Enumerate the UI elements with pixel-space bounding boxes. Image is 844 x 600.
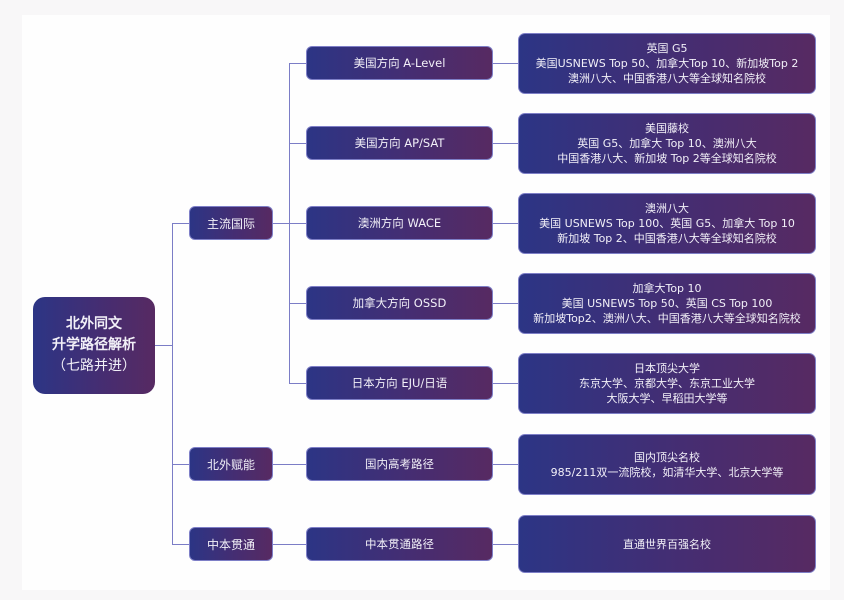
- path-label: 日本方向 EJU/日语: [351, 376, 448, 390]
- outcome-line: 美国USNEWS Top 50、加拿大Top 10、新加坡Top 2: [535, 57, 799, 70]
- outcome-line: 澳洲八大、中国香港八大等全球知名院校: [568, 72, 766, 85]
- category-label: 北外赋能: [206, 457, 255, 472]
- outcome-line: 中国香港八大、新加坡 Top 2等全球知名院校: [557, 152, 777, 165]
- path-label: 中本贯通路径: [365, 537, 434, 551]
- outcome-line: 日本顶尖大学: [634, 362, 700, 375]
- connector-trunk-l1: [172, 223, 173, 545]
- outcome-line: 直通世界百强名校: [623, 537, 711, 551]
- root-subtitle: （七路并进）: [52, 358, 136, 374]
- outcome-canada-ossd[interactable]: 加拿大Top 10 美国 USNEWS Top 50、英国 CS Top 100…: [518, 273, 816, 334]
- connector-cat1-out: [273, 464, 306, 465]
- connector-l2-4: [289, 383, 306, 384]
- connector-l2-3: [289, 303, 306, 304]
- path-label: 澳洲方向 WACE: [357, 216, 442, 230]
- connector-cat2-out: [273, 544, 306, 545]
- outcome-line: 加拿大Top 10: [632, 282, 702, 295]
- path-canada-ossd[interactable]: 加拿大方向 OSSD: [306, 286, 493, 320]
- outcome-line: 新加坡Top2、澳洲八大、中国香港八大等全球知名院校: [533, 312, 801, 325]
- connector-l3-4: [493, 383, 518, 384]
- category-bfsu-empowerment[interactable]: 北外赋能: [189, 447, 273, 481]
- outcome-line: 美国 USNEWS Top 100、英国 G5、加拿大 Top 10: [539, 217, 795, 230]
- connector-cat0-out: [273, 223, 289, 224]
- outcome-line: 澳洲八大: [645, 202, 689, 215]
- root-title-line1: 北外同文: [66, 316, 122, 332]
- outcome-through-program[interactable]: 直通世界百强名校: [518, 515, 816, 573]
- category-label: 中本贯通: [206, 537, 255, 552]
- connector-root: [155, 345, 173, 346]
- connector-l3-3: [493, 303, 518, 304]
- connector-l3-6: [493, 544, 518, 545]
- outcome-line: 国内顶尖名校: [634, 450, 700, 464]
- path-us-ap-sat[interactable]: 美国方向 AP/SAT: [306, 126, 493, 160]
- path-label: 美国方向 AP/SAT: [354, 136, 445, 150]
- connector-l3-2: [493, 223, 518, 224]
- connector-l1-1: [172, 464, 189, 465]
- outcome-uk-alevel[interactable]: 英国 G5 美国USNEWS Top 50、加拿大Top 10、新加坡Top 2…: [518, 33, 816, 94]
- outcome-australia-wace[interactable]: 澳洲八大 美国 USNEWS Top 100、英国 G5、加拿大 Top 10 …: [518, 193, 816, 254]
- outcome-line: 美国藤校: [645, 122, 689, 135]
- path-label: 国内高考路径: [365, 457, 434, 471]
- outcome-line: 英国 G5: [646, 42, 688, 55]
- path-japan-eju[interactable]: 日本方向 EJU/日语: [306, 366, 493, 400]
- category-label: 主流国际: [206, 216, 255, 231]
- path-australia-wace[interactable]: 澳洲方向 WACE: [306, 206, 493, 240]
- outcome-line: 英国 G5、加拿大 Top 10、澳洲八大: [577, 137, 757, 150]
- connector-l3-0: [493, 63, 518, 64]
- connector-l2-2: [289, 223, 306, 224]
- connector-l1-0: [172, 223, 189, 224]
- root-node[interactable]: 北外同文 升学路径解析 （七路并进）: [33, 297, 155, 394]
- path-uk-alevel[interactable]: 美国方向 A-Level: [306, 46, 493, 80]
- outcome-line: 美国 USNEWS Top 50、英国 CS Top 100: [561, 297, 773, 310]
- outcome-us-ap-sat[interactable]: 美国藤校 英国 G5、加拿大 Top 10、澳洲八大 中国香港八大、新加坡 To…: [518, 113, 816, 174]
- root-title-line2: 升学路径解析: [52, 337, 136, 353]
- category-secondary-undergrad[interactable]: 中本贯通: [189, 527, 273, 561]
- path-gaokao[interactable]: 国内高考路径: [306, 447, 493, 481]
- connector-l3-5: [493, 464, 518, 465]
- connector-l2-1: [289, 143, 306, 144]
- path-label: 美国方向 A-Level: [353, 56, 446, 70]
- outcome-line: 东京大学、京都大学、东京工业大学: [579, 377, 755, 390]
- outcome-japan-eju[interactable]: 日本顶尖大学 东京大学、京都大学、东京工业大学 大阪大学、早稻田大学等: [518, 353, 816, 414]
- outcome-line: 新加坡 Top 2、中国香港八大等全球知名院校: [557, 232, 777, 245]
- connector-l3-1: [493, 143, 518, 144]
- outcome-gaokao[interactable]: 国内顶尖名校 985/211双一流院校，如清华大学、北京大学等: [518, 434, 816, 495]
- connector-l1-2: [172, 544, 189, 545]
- connector-l2-0: [289, 63, 306, 64]
- path-label: 加拿大方向 OSSD: [352, 296, 447, 310]
- outcome-line: 985/211双一流院校，如清华大学、北京大学等: [550, 465, 784, 479]
- category-mainstream-international[interactable]: 主流国际: [189, 206, 273, 240]
- path-through-program[interactable]: 中本贯通路径: [306, 527, 493, 561]
- outcome-line: 大阪大学、早稻田大学等: [606, 392, 728, 405]
